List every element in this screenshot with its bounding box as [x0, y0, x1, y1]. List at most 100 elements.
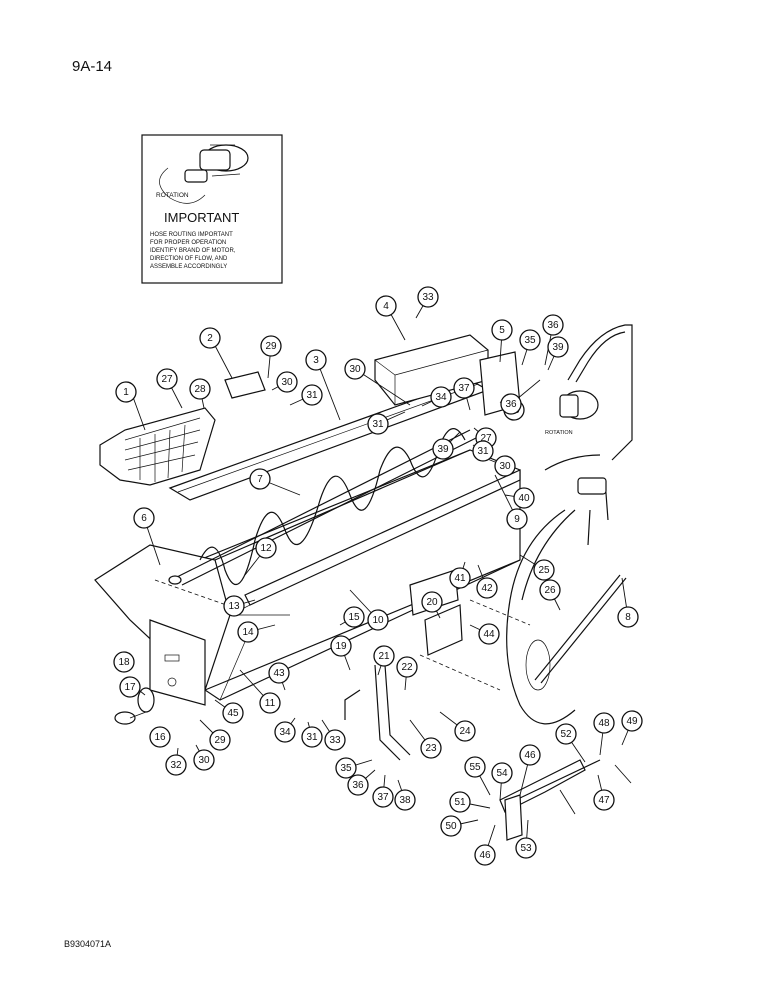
callout-number: 31 [477, 446, 489, 457]
callout-circle [491, 319, 513, 341]
callout-number: 36 [352, 780, 364, 791]
callout-30: 30 [276, 371, 298, 393]
callout-circle [494, 455, 516, 477]
callout-26: 26 [539, 579, 561, 601]
callout-34: 34 [274, 721, 296, 743]
document-id: B9304071A [64, 939, 112, 949]
callout-51: 51 [449, 791, 471, 813]
callout-49: 49 [621, 710, 643, 732]
callout-number: 31 [306, 732, 318, 743]
callout-33: 33 [417, 286, 439, 308]
callout-circle [519, 744, 541, 766]
callout-50: 50 [440, 815, 462, 837]
callout-circle [115, 381, 137, 403]
callout-circle [454, 720, 476, 742]
callout-circle [372, 786, 394, 808]
callout-number: 49 [626, 716, 638, 727]
callout-11: 11 [259, 692, 281, 714]
callout-number: 26 [544, 585, 556, 596]
callout-37: 37 [372, 786, 394, 808]
callout-number: 50 [445, 821, 457, 832]
callout-53: 53 [515, 837, 537, 859]
callout-circle [593, 789, 615, 811]
callout-number: 35 [340, 763, 352, 774]
callout-number: 43 [273, 668, 285, 679]
callout-number: 7 [257, 474, 263, 485]
bracket [224, 371, 266, 399]
callout-circle [513, 487, 535, 509]
callout-circle [449, 567, 471, 589]
callout-30: 30 [494, 455, 516, 477]
callout-number: 32 [170, 760, 182, 771]
callout-circle [301, 384, 323, 406]
callout-36: 36 [347, 774, 369, 796]
callout-circle [515, 837, 537, 859]
callout-circle [396, 656, 418, 678]
callout-35: 35 [519, 329, 541, 351]
inset-line-1: HOSE ROUTING IMPORTANT [150, 232, 233, 238]
callout-circle [165, 754, 187, 776]
callout-number: 42 [481, 583, 493, 594]
callout-circle [305, 349, 327, 371]
callout-28: 28 [189, 378, 211, 400]
callout-number: 37 [458, 383, 470, 394]
callout-number: 1 [123, 387, 129, 398]
callout-number: 27 [161, 374, 173, 385]
callout-number: 46 [479, 850, 491, 861]
callout-number: 30 [281, 377, 293, 388]
callout-38: 38 [394, 789, 416, 811]
callout-circle [367, 413, 389, 435]
callout-7: 7 [249, 468, 271, 490]
callout-number: 38 [399, 795, 411, 806]
screen-guard [99, 407, 216, 486]
callout-13: 13 [223, 595, 245, 617]
callout-number: 11 [265, 698, 276, 709]
callout-circle [276, 371, 298, 393]
callout-31: 31 [367, 413, 389, 435]
callout-circle [533, 559, 555, 581]
callout-circle [478, 623, 500, 645]
callout-6: 6 [133, 507, 155, 529]
callout-circle [237, 621, 259, 643]
callout-42: 42 [476, 577, 498, 599]
callout-47: 47 [593, 789, 615, 811]
callout-55: 55 [464, 756, 486, 778]
callout-33: 33 [324, 729, 346, 751]
callout-circle [432, 438, 454, 460]
callout-number: 35 [524, 335, 536, 346]
latch-assembly [499, 759, 601, 841]
callout-number: 30 [198, 755, 210, 766]
callout-number: 39 [437, 444, 449, 455]
callout-circle [539, 579, 561, 601]
callout-number: 53 [520, 843, 532, 854]
callout-circle [274, 721, 296, 743]
callout-number: 36 [505, 399, 517, 410]
callout-circle [555, 723, 577, 745]
callout-number: 2 [207, 333, 213, 344]
callout-24: 24 [454, 720, 476, 742]
callout-circle [301, 726, 323, 748]
callout-number: 22 [401, 662, 413, 673]
callout-number: 41 [454, 573, 466, 584]
callout-2: 2 [199, 327, 221, 349]
callout-16: 16 [149, 726, 171, 748]
callout-circle [449, 791, 471, 813]
callout-circle [119, 676, 141, 698]
callout-number: 40 [518, 493, 530, 504]
callout-number: 36 [547, 320, 559, 331]
callout-35: 35 [335, 757, 357, 779]
callout-number: 17 [124, 682, 136, 693]
callout-circle [156, 368, 178, 390]
callout-circle [506, 508, 528, 530]
callout-circle [193, 749, 215, 771]
callout-23: 23 [420, 737, 442, 759]
callout-number: 6 [141, 513, 147, 524]
callout-number: 12 [260, 543, 272, 554]
callout-number: 31 [372, 419, 384, 430]
callout-4: 4 [375, 295, 397, 317]
callout-number: 44 [483, 629, 495, 640]
callout-48: 48 [593, 712, 615, 734]
callout-36: 36 [542, 314, 564, 336]
callout-circle [472, 440, 494, 462]
callout-31: 31 [301, 384, 323, 406]
